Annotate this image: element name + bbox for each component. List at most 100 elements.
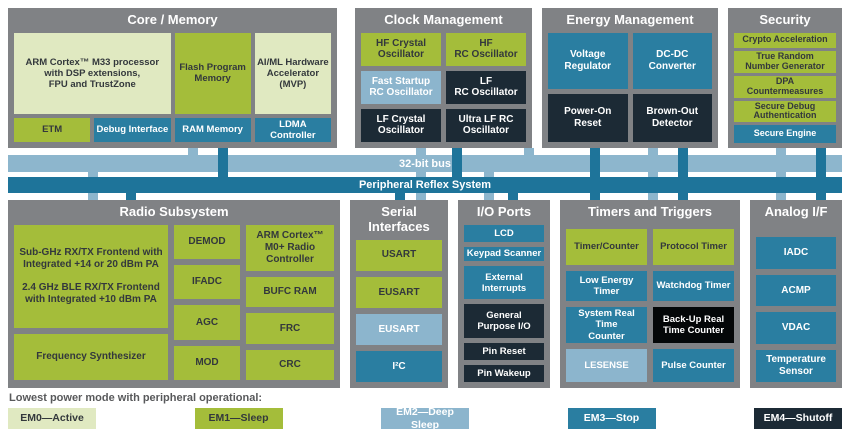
legend-caption: Lowest power mode with peripheral operat… <box>9 392 263 404</box>
box-brown-out-detector: Brown-Out Detector <box>632 93 712 142</box>
section-title: Radio Subsystem <box>119 204 229 219</box>
box-iadc: IADC <box>756 236 836 269</box>
bus-connector <box>508 190 518 200</box>
box-protocol-timer: Protocol Timer <box>653 228 734 266</box>
box-lesense: LESENSE <box>566 349 647 382</box>
section-analog-if: Analog I/F IADC ACMP VDAC Temperature Senso… <box>750 200 842 388</box>
box-ai-ml-hardware-accelerator-mvp: AI/ML Hardware Accelerator (MVP) <box>254 32 331 114</box>
bus-connector <box>776 148 786 200</box>
box-em1-sleep: EM1—Sleep <box>194 408 283 429</box>
box-true-random-number-generator: True Random Number Generator <box>734 50 836 73</box>
legend: EM0—Active EM1—Sleep EM2—Deep Sleep EM3—Sto… <box>8 406 842 431</box>
box-mod: MOD <box>174 345 240 380</box>
serial-interfaces-boxes: USART EUSART EUSART I²C <box>356 239 442 382</box>
bus-32bit: 32-bit bus <box>8 155 842 172</box>
box-usart: USART <box>356 239 442 271</box>
bus-peripheral-reflex-system: Peripheral Reflex System <box>8 177 842 193</box>
bus-connector <box>816 148 826 200</box>
box-frequency-synthesizer: Frequency Synthesizer <box>14 334 168 380</box>
box-ram-memory: RAM Memory <box>174 118 251 142</box>
box-flash-program-memory: Flash Program Memory <box>174 32 251 114</box>
box-timer-counter: Timer/Counter <box>566 228 647 266</box>
box-em0-active: EM0—Active <box>8 408 96 429</box>
box-eusart: EUSART <box>356 313 442 345</box>
box-temperature-sensor: Temperature Sensor <box>756 350 836 382</box>
box-demod: DEMOD <box>174 224 240 260</box>
box-ifadc: IFADC <box>174 265 240 300</box>
box-arm-cortex-m0-radio-controller: ARM Cortex™ M0+ Radio Controller <box>246 224 334 271</box>
box-hf-rc-oscillator: HF RC Oscillator <box>446 32 526 66</box>
box-secure-debug-authentication: Secure Debug Authentication <box>734 100 836 123</box>
box-back-up-real-time-counter: Back-Up Real Time Counter <box>653 306 734 344</box>
box-low-energy-timer: Low Energy Timer <box>566 271 647 301</box>
box-fast-startup-rc-oscillator: Fast Startup RC Oscillator <box>361 70 441 104</box>
box-acmp: ACMP <box>756 274 836 307</box>
box-arm-cortex-m33-processor-with-dsp-extensions-fpu-and-trustzone: ARM Cortex™ M33 processor with DSP exten… <box>14 32 171 114</box>
box-eusart: EUSART <box>356 276 442 308</box>
box-em4-shutoff: EM4—Shutoff <box>754 408 842 429</box>
box-general-purpose-i-o: General Purpose I/O <box>464 304 544 338</box>
box-dpa-countermeasures: DPA Countermeasures <box>734 75 836 98</box>
box-ldma-controller: LDMA Controller <box>254 118 331 142</box>
box-pulse-counter: Pulse Counter <box>653 349 734 382</box>
bus-connector <box>678 148 688 200</box>
box-vdac: VDAC <box>756 312 836 345</box>
box-em2-deep-sleep: EM2—Deep Sleep <box>381 406 469 431</box>
section-radio-subsystem: Radio Subsystem Sub-GHz RX/TX Frontend w… <box>8 200 340 388</box>
analog-if-boxes: IADC ACMP VDAC Temperature Sensor <box>756 236 836 382</box>
box-power-on-reset: Power-On Reset <box>548 93 628 142</box>
bus-prs-label: Peripheral Reflex System <box>358 179 492 191</box>
section-title: Timers and Triggers <box>587 204 713 219</box>
section-title: Core / Memory <box>127 12 218 27</box>
box-crc: CRC <box>246 349 334 380</box>
radio-subsystem-columns: Sub-GHz RX/TX Frontend with Integrated +… <box>14 224 334 380</box>
section-title: Energy Management <box>566 12 694 27</box>
box-secure-engine: Secure Engine <box>734 125 836 144</box>
section-title: Security <box>759 12 811 27</box>
box-external-interrupts: External Interrupts <box>464 265 544 300</box>
box-pin-reset: Pin Reset <box>464 343 544 360</box>
bus-connector <box>524 148 534 157</box>
section-title: Analog I/F <box>764 204 828 219</box>
box-lf-rc-oscillator: LF RC Oscillator <box>446 70 526 104</box>
box-system-real-time-counter: System Real Time Counter <box>566 306 647 344</box>
bus-connector <box>218 148 228 179</box>
section-title: I/O Ports <box>476 204 532 219</box>
box-keypad-scanner: Keypad Scanner <box>464 246 544 261</box>
box-bufc-ram: BUFC RAM <box>246 276 334 308</box>
box-hf-crystal-oscillator: HF Crystal Oscillator <box>361 32 441 66</box>
bus-connector <box>648 148 658 200</box>
box-dc-dc-converter: DC-DC Converter <box>632 32 712 89</box>
bus-connector <box>452 148 462 179</box>
box-watchdog-timer: Watchdog Timer <box>653 271 734 301</box>
bus-connector <box>395 190 405 200</box>
box-i-c: I²C <box>356 350 442 382</box>
section-core-memory: Core / Memory ARM Cortex™ M33 processor … <box>8 8 337 148</box>
box-ultra-lf-rc-oscillator: Ultra LF RC Oscillator <box>446 108 526 142</box>
bus-connector <box>416 148 426 200</box>
section-title: Clock Management <box>384 12 503 27</box>
box-lf-crystal-oscillator: LF Crystal Oscillator <box>361 108 441 142</box>
radio-column-frontend: Sub-GHz RX/TX Frontend with Integrated +… <box>14 224 168 380</box>
box-debug-interface: Debug Interface <box>94 118 171 142</box>
bus-connector <box>188 148 198 158</box>
box-pin-wakeup: Pin Wakeup <box>464 365 544 382</box>
box-voltage-regulator: Voltage Regulator <box>548 32 628 89</box>
bus-connector <box>126 190 136 200</box>
box-frc: FRC <box>246 313 334 344</box>
box-em3-stop: EM3—Stop <box>567 408 656 429</box>
box-crypto-acceleration: Crypto Acceleration <box>734 32 836 48</box>
